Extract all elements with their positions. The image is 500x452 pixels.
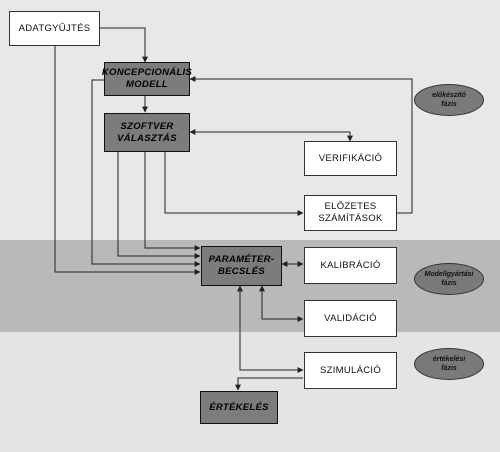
elozetes-label-line1: ELŐZETES xyxy=(324,201,377,212)
elokeszito-line1: előkészítő xyxy=(432,92,466,99)
kalibracio-box: KALIBRÁCIÓ xyxy=(304,247,397,284)
arrow-szoftver-to-elozetes xyxy=(164,152,304,216)
arrow-adat-to-koncepc xyxy=(100,27,148,63)
arrow-szoftver-down-to-parameter xyxy=(144,152,201,251)
arrow-adat-to-parameter xyxy=(54,46,201,275)
arrow-szoftver-verifikacio xyxy=(189,129,353,142)
arrow-parameter-szimulacio xyxy=(237,285,304,373)
validacio-box: VALIDÁCIÓ xyxy=(304,300,397,337)
koncepcionalis-label-line2: MODELL xyxy=(126,79,168,90)
ertekeles-box: ÉRTÉKELÉS xyxy=(200,391,278,424)
verifikacio-box: VERIFIKÁCIÓ xyxy=(304,141,397,176)
parameter-label-line1: PARAMÉTER- xyxy=(208,254,275,265)
koncepcionalis-modell-box: KONCEPCIONÁLIS MODELL xyxy=(101,62,193,96)
szoftver-valasztas-box: SZOFTVER VÁLASZTÁS xyxy=(104,113,190,152)
adatgyujtes-box: ADATGYŰJTÉS xyxy=(9,11,100,46)
ertekelesi-fazis-oval: értékelési fázis xyxy=(414,348,484,380)
parameter-label-line2: BECSLÉS xyxy=(218,266,265,277)
modellgyartasi-line2: fázis xyxy=(441,280,457,287)
koncepcionalis-label-line1: KONCEPCIONÁLIS xyxy=(101,67,193,78)
szimulacio-box: SZIMULÁCIÓ xyxy=(304,352,397,389)
ertekelesi-line2: fázis xyxy=(441,365,457,372)
adatgyujtes-label: ADATGYŰJTÉS xyxy=(18,23,91,34)
szoftver-label-line2: VÁLASZTÁS xyxy=(117,132,177,144)
szoftver-label-line1: SZOFTVER xyxy=(120,120,174,132)
arrow-parameter-validacio xyxy=(259,285,304,322)
kalibracio-label: KALIBRÁCIÓ xyxy=(320,260,381,271)
szimulacio-label: SZIMULÁCIÓ xyxy=(319,365,382,376)
ertekelesi-line1: értékelési xyxy=(432,356,466,363)
validacio-label: VALIDÁCIÓ xyxy=(324,313,377,324)
elozetes-szamitasok-box: ELŐZETES SZÁMÍTÁSOK xyxy=(304,195,397,231)
ertekeles-label: ÉRTÉKELÉS xyxy=(209,401,269,413)
arrow-elozetes-to-koncepc xyxy=(189,76,413,214)
modellgyartasi-line1: Modellgyártási xyxy=(424,271,474,278)
arrow-szimulacio-to-ertekeles xyxy=(235,377,303,391)
elokeszito-fazis-oval: előkészítő fázis xyxy=(414,84,484,116)
elozetes-label-line2: SZÁMÍTÁSOK xyxy=(318,213,383,224)
elokeszito-line2: fázis xyxy=(441,101,457,108)
verifikacio-label: VERIFIKÁCIÓ xyxy=(318,153,383,164)
arrow-koncepc-to-parameter xyxy=(91,79,201,267)
parameter-becsles-box: PARAMÉTER- BECSLÉS xyxy=(201,246,282,286)
modellgyartasi-fazis-oval: Modellgyártási fázis xyxy=(414,263,484,295)
